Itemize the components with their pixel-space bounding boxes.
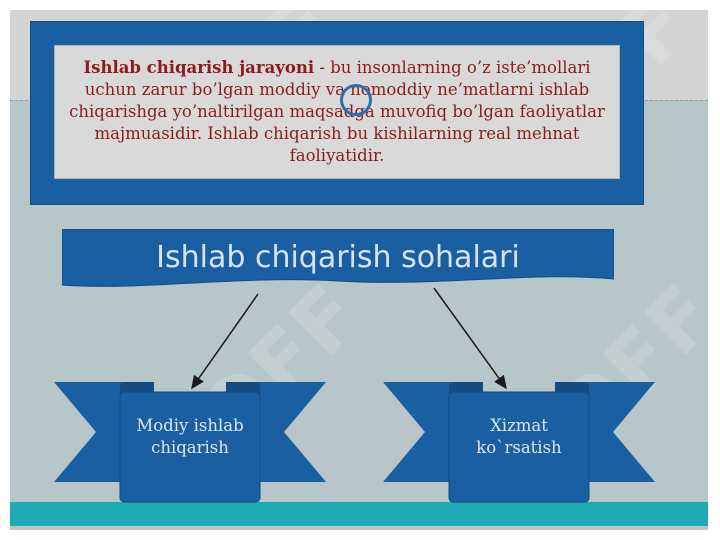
definition-term: Ishlab chiqarish jarayoni: [83, 58, 315, 77]
definition-body: - bu insonlarning o’z iste’mollari uchun…: [69, 58, 605, 165]
slide: SOFF SOFF SOFF SOFF Ishlab chiqarish jar…: [10, 10, 708, 530]
arrow-left: [191, 293, 259, 390]
definition-text: Ishlab chiqarish jarayoni - bu insonlarn…: [55, 57, 619, 167]
branch-label-right: Xizmat ko`rsatish: [476, 416, 562, 457]
banner-shape: [62, 229, 614, 287]
arrow-right: [433, 287, 507, 390]
ring-icon: [340, 84, 372, 116]
branch-ribbon-left: Modiy ishlab chiqarish: [54, 382, 326, 504]
branch-label-left: Modiy ishlab chiqarish: [136, 416, 244, 457]
definition-box: Ishlab chiqarish jarayoni - bu insonlarn…: [54, 45, 620, 179]
definition-frame: Ishlab chiqarish jarayoni - bu insonlarn…: [30, 21, 644, 205]
branch-ribbon-right: Xizmat ko`rsatish: [383, 382, 655, 504]
bottom-bar: [10, 502, 708, 526]
connector-arrows: [191, 287, 507, 390]
title-banner: Ishlab chiqarish sohalari: [62, 229, 614, 299]
diagram-title: Ishlab chiqarish sohalari: [156, 239, 520, 275]
